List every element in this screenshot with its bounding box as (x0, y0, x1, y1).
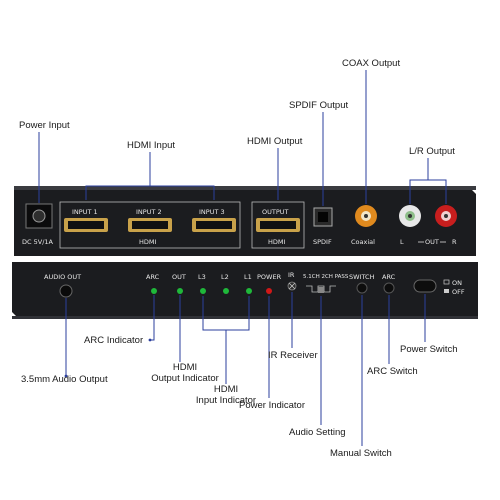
label-arc-btn: ARC (382, 273, 396, 281)
led-out (177, 288, 183, 294)
callout-arc-switch: ARC Switch (367, 366, 418, 377)
hdmi-output-slot (260, 221, 296, 229)
callout-arc-indicator: ARC Indicator (84, 335, 144, 346)
callout-coax-output: COAX Output (342, 58, 401, 69)
led-l2 (223, 288, 229, 294)
label-arc: ARC (146, 273, 160, 281)
callout-manual-switch: Manual Switch (330, 448, 392, 459)
label-power: POWER (257, 273, 282, 281)
callout-ir-receiver: IR Receiver (268, 350, 318, 361)
callout-hdmi-output: HDMI Output (247, 136, 303, 147)
manual-switch-button (356, 282, 368, 294)
back-panel-top-edge (14, 186, 476, 190)
callout-hdmi-input-indicator-line2: Input Indicator (195, 395, 257, 406)
label-l1: L1 (244, 273, 252, 281)
label-spdif: SPDIF (313, 238, 332, 246)
label-audio-modes: 5.1CH 2CH PASS (303, 274, 349, 280)
rca-right-pin (444, 214, 448, 218)
label-r: R (452, 238, 457, 246)
callout-audio-setting: Audio Setting (289, 427, 346, 438)
audio-setting-slider-track (306, 285, 336, 293)
label-l: L (400, 238, 404, 246)
hdmi-input-1-slot (68, 221, 104, 229)
ir-mark-b (288, 282, 296, 290)
off-glyph (444, 289, 449, 293)
rca-left-pin (408, 214, 412, 218)
hdmi-input-3-slot (196, 221, 232, 229)
front-panel-body (12, 262, 478, 318)
callout-lines (38, 70, 447, 446)
audio-setting-slider-knob (318, 287, 324, 293)
on-glyph (443, 279, 450, 285)
coax-rca-pin (364, 214, 368, 218)
callout-hdmi-output-indicator-line2: Output Indicator (151, 373, 219, 384)
front-panel-bottom-edge (12, 316, 478, 319)
label-input2: INPUT 2 (136, 208, 162, 216)
callout-power-input: Power Input (19, 120, 70, 131)
label-input3: INPUT 3 (199, 208, 225, 216)
led-l1 (246, 288, 252, 294)
dc-jack-pin (32, 209, 46, 223)
label-out: OUT (425, 238, 439, 246)
dot-arc-indicator (148, 338, 152, 342)
back-panel-body (14, 188, 476, 256)
label-out: OUT (172, 273, 186, 281)
label-switch: SWITCH (349, 273, 375, 281)
label-input1: INPUT 1 (72, 208, 98, 216)
hdmi-input-2-slot (132, 221, 168, 229)
label-on: ON (452, 279, 462, 287)
label-hdmi-in: HDMI (139, 238, 157, 246)
power-switch (413, 279, 437, 293)
front-panel (12, 262, 478, 319)
label-output: OUTPUT (262, 208, 289, 216)
hdmi-input-bracket (59, 201, 241, 249)
callout-hdmi-input: HDMI Input (127, 140, 176, 151)
hdmi-output-bracket (251, 201, 305, 249)
label-coaxial: Coaxial (351, 238, 375, 246)
callout-hdmi-input-indicator: HDMI Input Indicator (192, 384, 260, 406)
dot-35mm (64, 374, 68, 378)
label-audio-out: AUDIO OUT (44, 273, 82, 281)
label-l2: L2 (221, 273, 229, 281)
callout-hdmi-output-indicator: HDMI Output Indicator (150, 362, 220, 384)
label-off: OFF (452, 288, 465, 296)
callout-spdif-output: SPDIF Output (289, 100, 349, 111)
callout-hdmi-output-indicator-line1: HDMI (172, 362, 198, 373)
led-arc (151, 288, 157, 294)
led-l3 (200, 288, 206, 294)
back-panel (14, 186, 476, 256)
label-hdmi-out: HDMI (268, 238, 286, 246)
callout-hdmi-input-indicator-line1: HDMI (213, 384, 239, 395)
arc-switch-button (383, 282, 395, 294)
label-l3: L3 (198, 273, 206, 281)
spdif-port-inner (318, 212, 328, 222)
callout-dots (64, 338, 152, 378)
callout-power-switch: Power Switch (400, 344, 458, 355)
label-ir: IR (288, 271, 295, 279)
label-dc: DC 5V/1A (22, 238, 53, 246)
callout-lr-output: L/R Output (409, 146, 455, 157)
audio-out-jack (59, 284, 73, 298)
callout-35mm: 3.5mm Audio Output (21, 374, 108, 385)
led-power (266, 288, 272, 294)
callout-power-indicator: Power Indicator (239, 400, 306, 411)
